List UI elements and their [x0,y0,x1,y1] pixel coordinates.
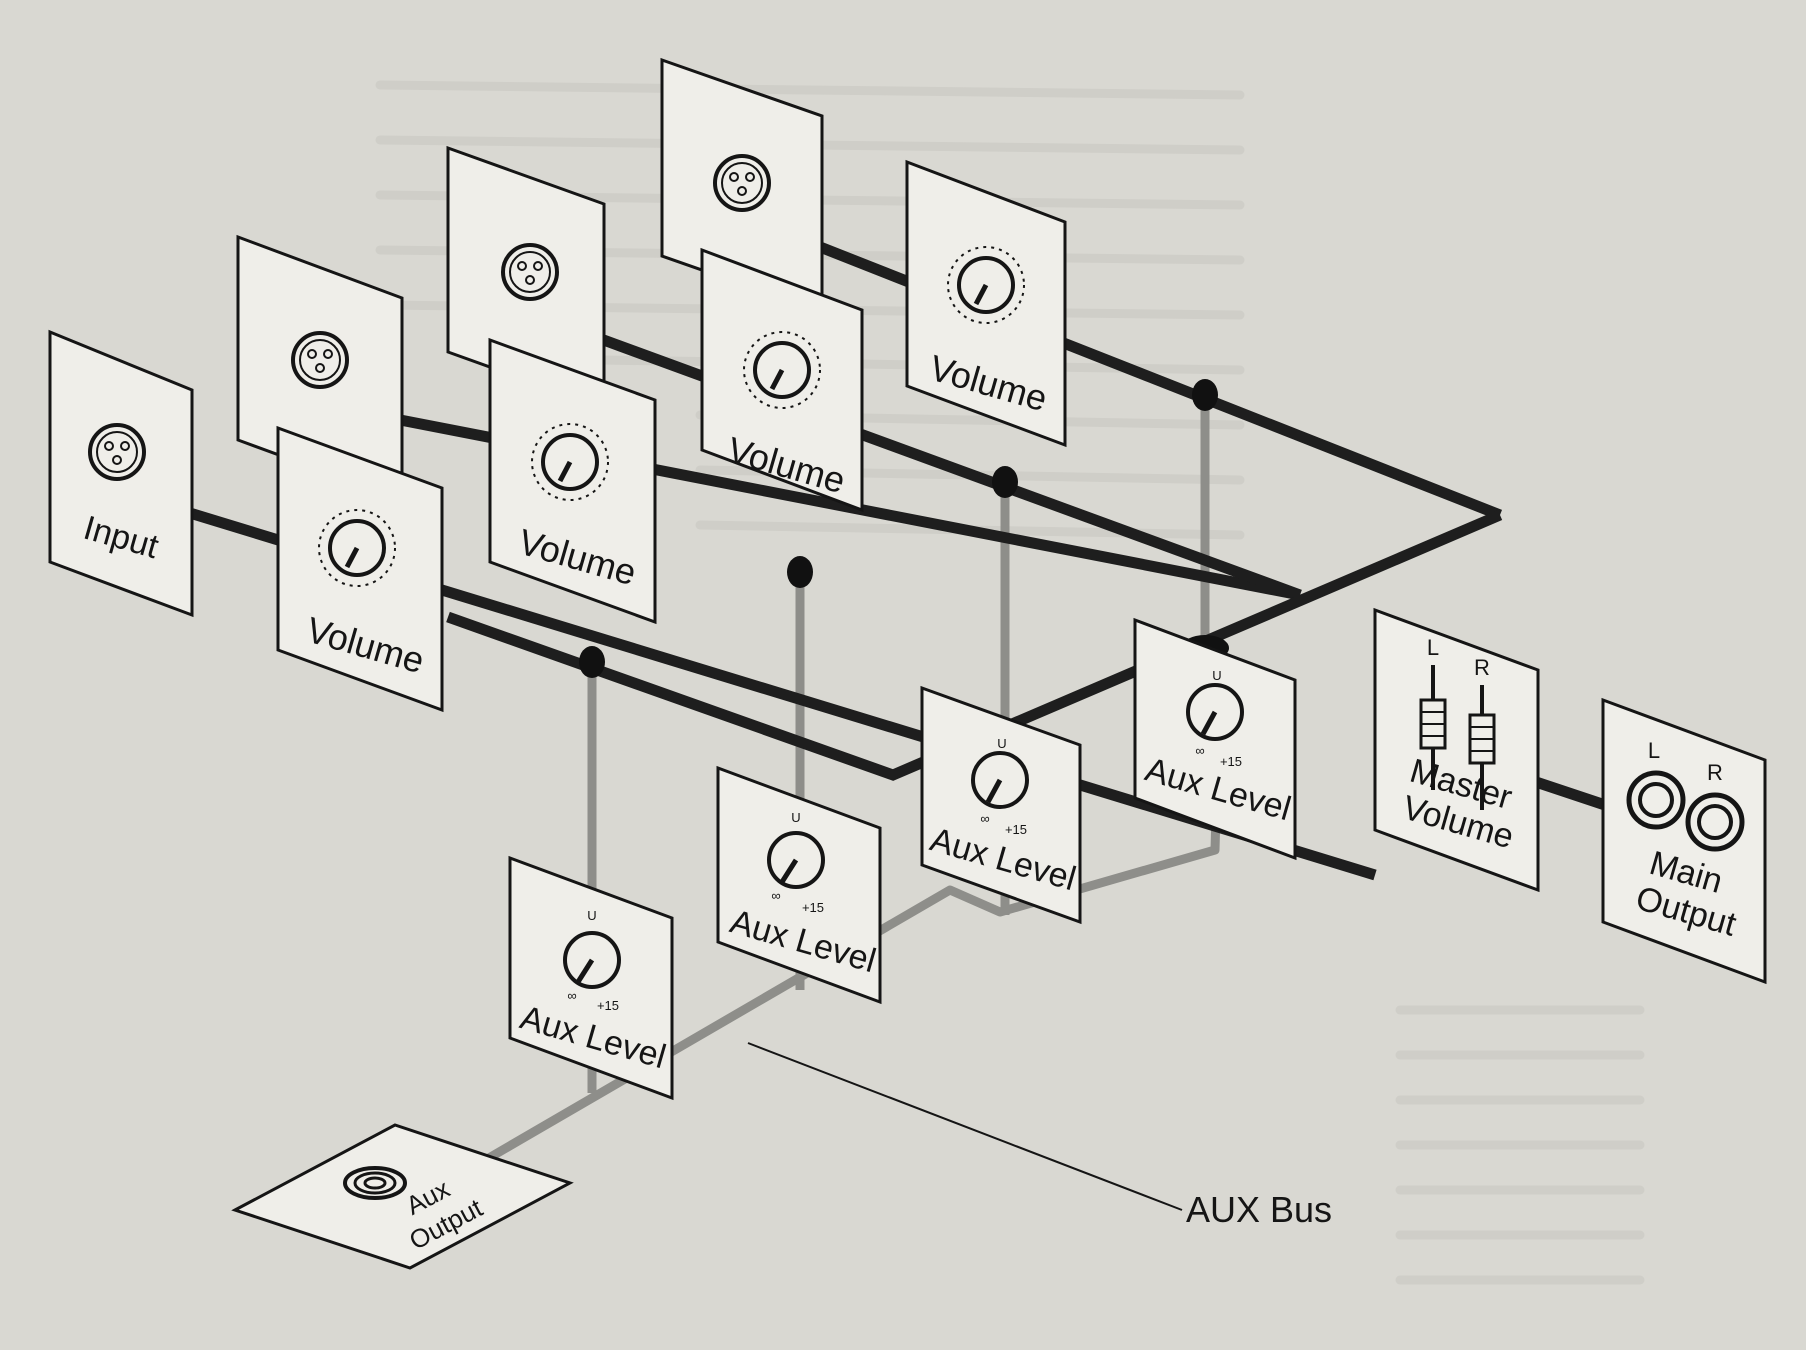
master-volume-panel: L R Master Volume [1373,607,1540,893]
xlr-connector-icon [88,423,146,481]
xlr-connector-icon [501,243,559,301]
volume-knob-icon [753,341,811,399]
junction-dot-1 [579,646,605,678]
volume-panel-3: Volume [700,247,864,513]
jack-left-icon [1626,770,1686,830]
channel-left-mark: L [1427,635,1439,660]
aux-level-knob-icon [971,751,1029,809]
aux-level-panel-2: U ∞ +15 Aux Level [716,765,882,1005]
jack-right-icon [1685,792,1745,852]
channel-left-mark: L [1648,738,1660,763]
knob-unity-mark: U [791,810,800,825]
volume-knob-icon [328,519,386,577]
junction-dot-4 [1192,379,1218,411]
aux-level-knob-icon [563,931,621,989]
channel-right-mark: R [1707,760,1723,785]
xlr-connector-icon [291,331,349,389]
input-panel-1: Input [48,329,194,618]
aux-output-panel: Aux Output [231,1123,574,1270]
channel-right-mark: R [1474,655,1490,680]
knob-max-mark: +15 [1005,822,1027,837]
volume-panel-2: Volume [488,337,657,625]
knob-min-mark: ∞ [567,988,576,1003]
fader-right-icon [1468,685,1496,810]
knob-max-mark: +15 [1220,754,1242,769]
knob-max-mark: +15 [597,998,619,1013]
aux-level-knob-icon [767,831,825,889]
volume-panel-1: Volume [276,425,444,713]
callout-leader-line [747,1042,1183,1211]
aux-jack-icon [343,1166,407,1200]
junction-dot-2 [787,556,813,588]
aux-bus-callout: AUX Bus [747,1042,1332,1230]
knob-unity-mark: U [997,736,1006,751]
knob-unity-mark: U [587,908,596,923]
aux-level-panel-3: U ∞ +15 Aux Level [920,685,1082,925]
knob-min-mark: ∞ [771,888,780,903]
aux-bus-callout-label: AUX Bus [1186,1189,1332,1230]
knob-unity-mark: U [1212,668,1221,683]
fader-left-icon [1419,665,1447,790]
volume-knob-icon [541,433,599,491]
knob-max-mark: +15 [802,900,824,915]
knob-min-mark: ∞ [980,811,989,826]
aux-level-panel-4: U ∞ +15 Aux Level [1133,617,1297,861]
aux-level-panel-1: U ∞ +15 Aux Level [508,855,674,1101]
knob-min-mark: ∞ [1195,743,1204,758]
junction-dot-3 [992,466,1018,498]
main-link-line [1528,774,1607,811]
main-output-panel: L R Main Output [1601,697,1767,985]
volume-panel-4: Volume [905,159,1067,448]
xlr-connector-icon [713,154,771,212]
volume-knob-icon [957,256,1015,314]
aux-level-knob-icon [1186,683,1244,741]
